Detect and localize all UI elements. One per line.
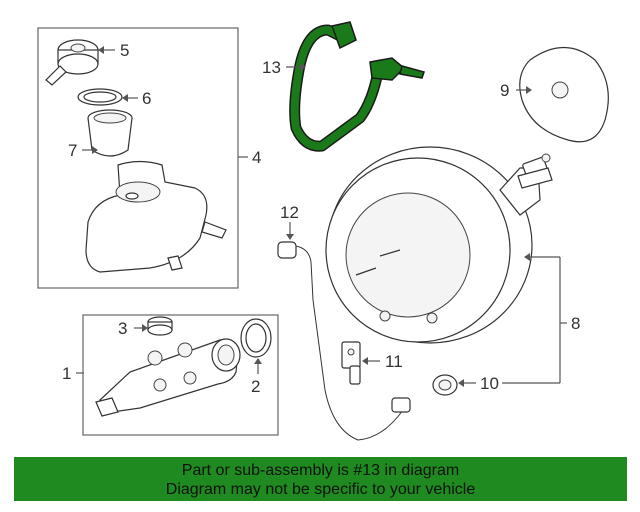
info-banner: Part or sub-assembly is #13 in diagram D… — [14, 457, 627, 501]
callout-6: 6 — [142, 89, 151, 108]
callout-12: 12 — [280, 203, 299, 222]
callout-7: 7 — [68, 141, 77, 160]
master-cylinder-o-ring[interactable] — [240, 318, 272, 358]
arrow-12 — [286, 234, 294, 240]
seal-ring[interactable] — [77, 88, 123, 106]
brake-fluid-reservoir[interactable] — [85, 160, 227, 273]
master-cylinder-group-box — [82, 314, 279, 436]
arrow-8 — [524, 253, 530, 261]
callout-11: 11 — [385, 352, 403, 371]
arrow-2 — [254, 358, 262, 364]
banner-line-1: Part or sub-assembly is #13 in diagram — [181, 462, 460, 479]
hose-clip[interactable] — [341, 341, 361, 385]
callout-10: 10 — [480, 374, 499, 393]
callout-9: 9 — [500, 81, 509, 100]
callout-2: 2 — [251, 377, 260, 396]
callout-5: 5 — [120, 41, 129, 60]
brake-booster[interactable] — [325, 146, 553, 344]
parts-diagram: 5 6 7 4 3 1 — [37, 21, 609, 443]
booster-gasket[interactable] — [519, 47, 609, 143]
reservoir-group-box — [37, 27, 239, 289]
callout-4: 4 — [252, 148, 261, 167]
arrow-3 — [142, 324, 148, 332]
arrow-5 — [98, 46, 104, 54]
booster-grommet[interactable] — [432, 374, 458, 396]
arrow-13 — [300, 63, 306, 71]
reservoir-grommet[interactable] — [147, 316, 173, 336]
brake-master-cylinder[interactable] — [95, 338, 241, 417]
arrow-6 — [122, 94, 128, 102]
arrow-10 — [458, 379, 464, 387]
arrow-7 — [92, 146, 98, 154]
arrow-11 — [362, 357, 368, 365]
filter-strainer[interactable] — [87, 109, 133, 157]
banner-line-2: Diagram may not be specific to your vehi… — [165, 481, 476, 498]
callout-13: 13 — [262, 58, 281, 77]
callout-8: 8 — [571, 314, 580, 333]
highlighted-vacuum-hose[interactable] — [289, 21, 425, 152]
callout-3: 3 — [118, 319, 127, 338]
callout-1: 1 — [62, 364, 71, 383]
arrow-9 — [526, 86, 532, 94]
reservoir-cap[interactable] — [45, 39, 99, 86]
